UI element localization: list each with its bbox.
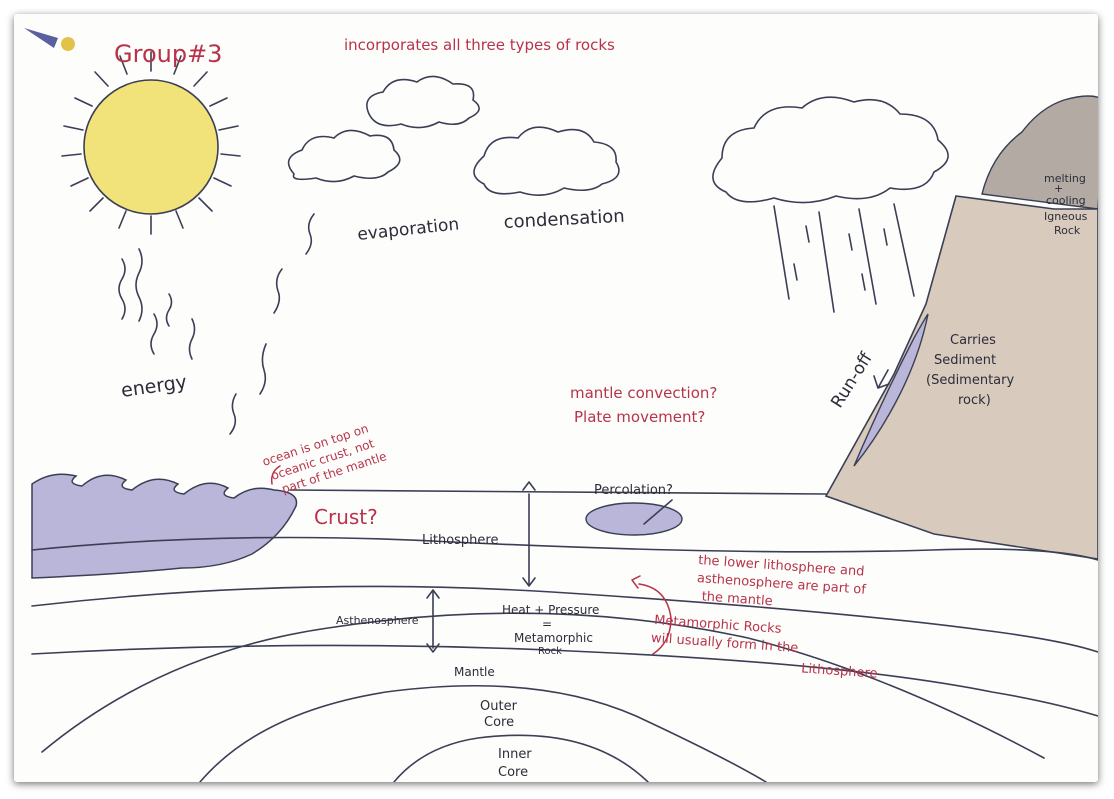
svg-text:Core: Core	[498, 765, 528, 780]
condensation-label: condensation	[503, 206, 625, 233]
pushpin-icon	[61, 37, 75, 51]
svg-text:Sediment: Sediment	[934, 353, 996, 368]
earth-layers	[31, 489, 1098, 782]
svg-text:Plate movement?: Plate movement?	[574, 408, 705, 426]
clouds	[287, 75, 949, 204]
svg-text:Inner: Inner	[498, 747, 532, 762]
svg-text:the mantle: the mantle	[701, 589, 773, 609]
arrows	[426, 369, 890, 653]
lower-lithosphere-note: the lower lithosphere and asthenosphere …	[696, 553, 866, 609]
svg-text:Rock: Rock	[1054, 224, 1081, 237]
igneous-label: melting + cooling Igneous Rock	[1044, 172, 1088, 237]
outer-core-label: Outer Core	[480, 699, 518, 730]
diagram: Group#3 incorporates all three types of …	[24, 28, 1098, 782]
igneous-rock-peak	[981, 95, 1098, 210]
svg-text:Carries: Carries	[950, 333, 996, 348]
svg-text:+: +	[1054, 182, 1063, 195]
mantle-convection-note: mantle convection? Plate movement?	[570, 384, 717, 426]
percolation-label: Percolation?	[594, 483, 673, 498]
svg-text:=: =	[542, 617, 552, 631]
svg-text:Lithosphere: Lithosphere	[801, 661, 878, 681]
crust-label: Crust?	[314, 505, 378, 529]
sun-icon	[61, 51, 241, 235]
svg-text:Metamorphic: Metamorphic	[514, 631, 593, 645]
poster: Group#3 incorporates all three types of …	[14, 14, 1098, 782]
evaporation-label: evaporation	[356, 214, 460, 245]
subtitle: incorporates all three types of rocks	[344, 36, 615, 54]
svg-text:Igneous: Igneous	[1044, 210, 1088, 223]
energy-label: energy	[120, 371, 189, 402]
svg-text:Heat + Pressure: Heat + Pressure	[502, 603, 599, 617]
metamorphic-arrow	[638, 583, 672, 655]
mountain	[824, 195, 1098, 560]
percolation-pool	[585, 502, 683, 536]
evaporation-lines	[229, 213, 315, 435]
svg-text:mantle convection?: mantle convection?	[570, 384, 717, 402]
metamorphic-note: Metamorphic Rocks will usually form in t…	[650, 613, 878, 682]
asthenosphere-label: Asthenosphere	[336, 614, 419, 627]
svg-text:cooling: cooling	[1046, 194, 1086, 207]
rain	[773, 203, 915, 313]
run-off-stream	[853, 313, 929, 467]
energy-lines	[118, 248, 196, 360]
heat-pressure-label: Heat + Pressure = Metamorphic Rock	[502, 603, 599, 657]
svg-text:(Sedimentary: (Sedimentary	[926, 373, 1014, 388]
run-off-label: Run-off	[827, 348, 877, 412]
svg-text:Outer: Outer	[480, 699, 518, 714]
svg-text:Core: Core	[484, 715, 514, 730]
ocean	[31, 473, 298, 579]
inner-core-label: Inner Core	[498, 747, 532, 780]
group-label: Group#3	[114, 40, 222, 68]
lithosphere-label: Lithosphere	[422, 533, 498, 548]
svg-text:rock): rock)	[958, 393, 991, 408]
svg-text:Rock: Rock	[538, 646, 562, 657]
svg-text:melting: melting	[1044, 172, 1086, 185]
mantle-label: Mantle	[454, 665, 495, 679]
sediment-label: Carries Sediment (Sedimentary rock)	[926, 333, 1014, 408]
ocean-note: ocean is on top on oceanic crust, not pa…	[261, 421, 389, 496]
pushpin-needle-icon	[24, 28, 58, 48]
